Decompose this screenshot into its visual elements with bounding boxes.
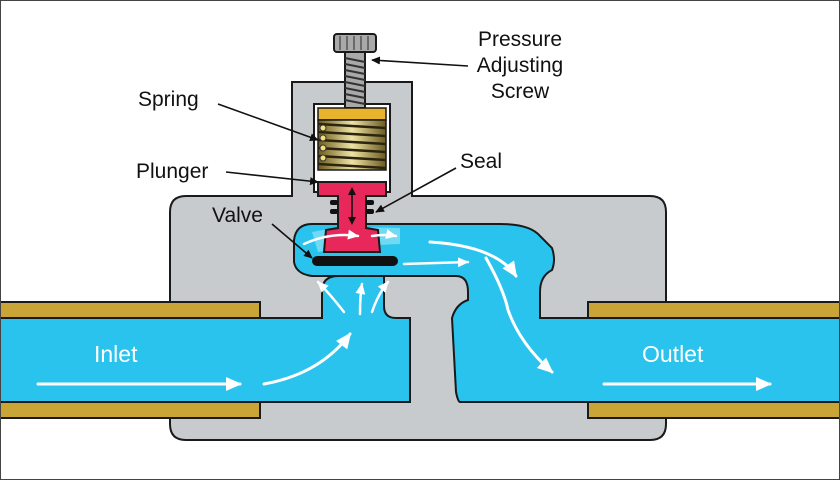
seal-rings xyxy=(330,200,374,214)
outlet-fluid-channel xyxy=(293,223,840,403)
valve-disc xyxy=(312,256,398,266)
label-outlet: Outlet xyxy=(642,341,704,367)
flow-arrows xyxy=(36,229,772,391)
spring-cap xyxy=(317,107,387,121)
plunger-motion-arrow xyxy=(348,187,356,225)
label-valve: Valve xyxy=(212,204,263,227)
label-plunger: Plunger xyxy=(136,160,208,183)
label-spring: Spring xyxy=(138,88,199,111)
label-pressure-adjusting-screw-line3: Screw xyxy=(491,80,550,103)
label-pressure-adjusting-screw-line1: Pressure xyxy=(478,28,562,51)
label-pressure-adjusting-screw-line2: Adjusting xyxy=(477,54,563,77)
label-seal: Seal xyxy=(460,150,502,173)
spring xyxy=(317,119,387,171)
pressure-adjusting-screw xyxy=(333,33,377,109)
leader-lines xyxy=(217,56,469,259)
inlet-pipe xyxy=(0,301,261,419)
label-inlet: Inlet xyxy=(94,341,138,367)
